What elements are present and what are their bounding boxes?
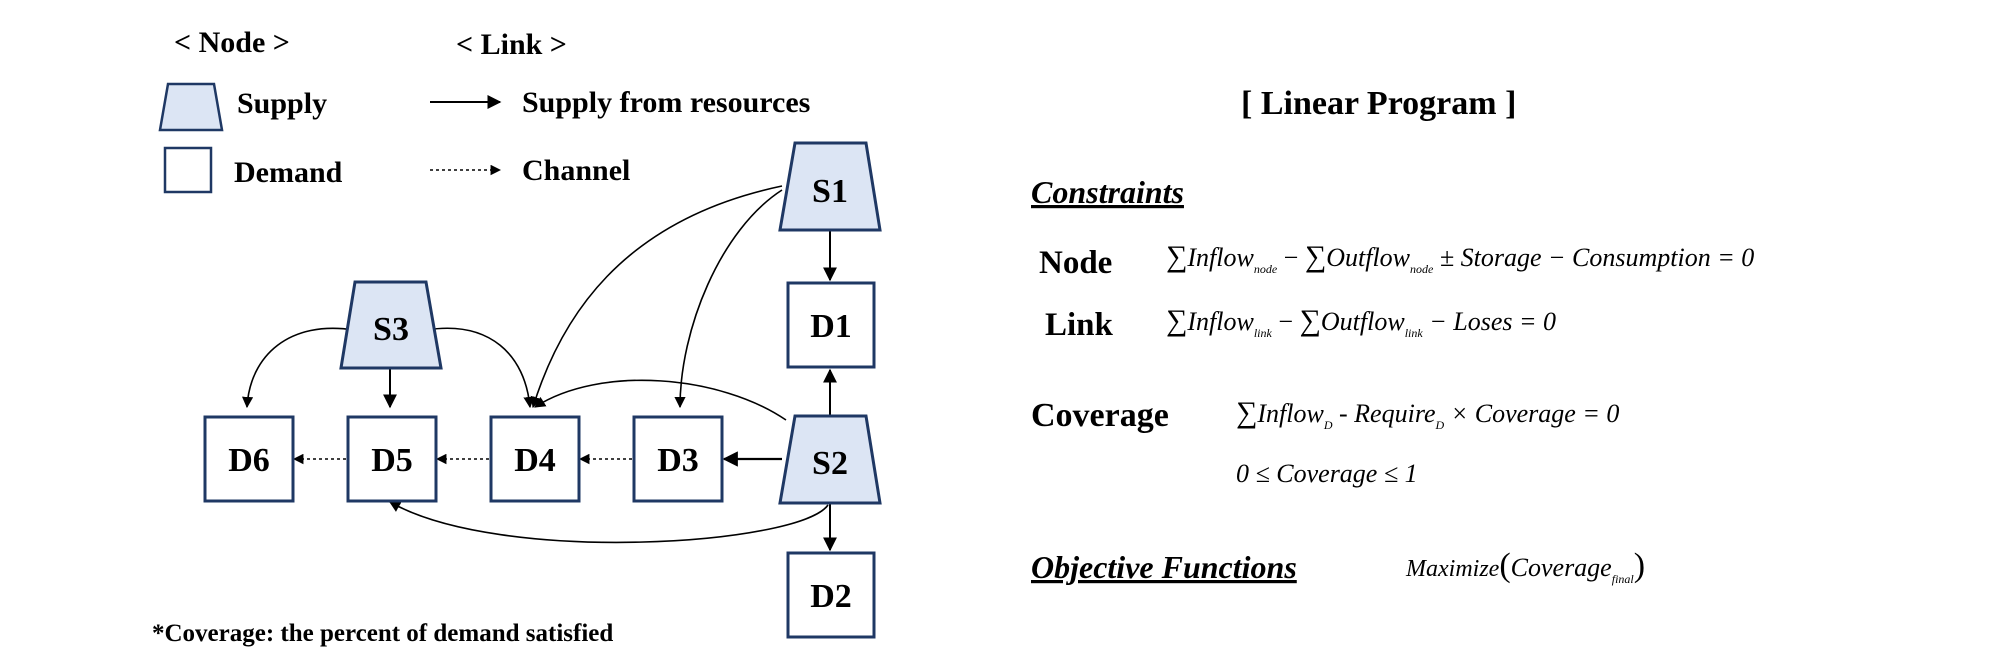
link-eq-label: Link (1045, 307, 1114, 343)
node-s1 (778, 141, 882, 232)
node-d3-label: D3 (657, 442, 699, 479)
legend-link-header: < Link > (456, 28, 567, 61)
lp-title: [ Linear Program ] (1241, 85, 1516, 122)
objective-equation: Maximize(Coveragefinal) (1405, 547, 1645, 586)
edge-s3-d4 (425, 327, 535, 409)
link-equation: ∑Inflowlink − ∑Outflowlink − Loses = 0 (1166, 304, 1556, 340)
node-s1-label: S1 (812, 173, 848, 210)
node-d4-label: D4 (514, 442, 556, 479)
node-d6 (203, 415, 295, 503)
node-d5-label: D5 (371, 442, 413, 479)
constraints-heading: Constraints (1031, 174, 1184, 210)
legend-channel-label: Channel (522, 154, 630, 187)
edge-s1-d4 (530, 185, 783, 409)
node-d4 (489, 415, 581, 503)
coverage-equation: ∑InflowD - RequireD × Coverage = 0 (1236, 396, 1619, 432)
node-d2 (786, 551, 876, 639)
node-d5 (346, 415, 438, 503)
footnote: *Coverage: the percent of demand satisfi… (152, 620, 613, 647)
node-equation: ∑Inflownode − ∑Outflownode ± Storage − C… (1166, 240, 1754, 276)
legend-demand-label: Demand (234, 156, 343, 189)
legend-supply-shape (158, 82, 224, 132)
legend-supply-link-label: Supply from resources (522, 86, 810, 119)
edge-s2-d4 (534, 379, 787, 421)
objective-heading: Objective Functions (1031, 549, 1297, 585)
node-s3-label: S3 (373, 311, 409, 348)
legend-node-header: < Node > (174, 26, 290, 59)
node-eq-label: Node (1039, 245, 1112, 281)
node-d3 (632, 415, 724, 503)
node-d1-label: D1 (810, 308, 852, 345)
node-d2-label: D2 (810, 578, 852, 615)
legend-demand-shape (163, 146, 213, 194)
edge-s3-d6 (241, 327, 355, 409)
coverage-bound: 0 ≤ Coverage ≤ 1 (1236, 459, 1418, 488)
edge-s2-d5 (389, 501, 829, 544)
legend-supply-label: Supply (237, 87, 327, 120)
node-s3 (339, 280, 443, 370)
node-s2-label: S2 (812, 445, 848, 482)
node-s2 (778, 414, 882, 505)
node-d6-label: D6 (228, 442, 270, 479)
coverage-label: Coverage (1031, 397, 1169, 434)
node-d1 (786, 281, 876, 369)
edge-s1-d3 (674, 189, 783, 409)
